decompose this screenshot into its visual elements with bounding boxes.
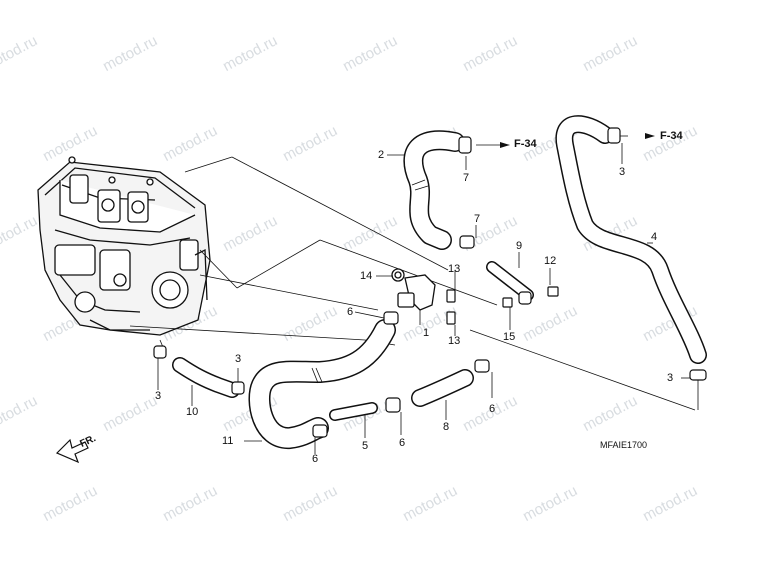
reference-arrows [500,133,655,148]
front-arrow [55,438,89,464]
label-10: 10 [186,406,199,418]
ref-f34-left: F-34 [514,138,537,150]
label-12: 12 [544,255,557,267]
label-lines [157,135,699,454]
label-8: 8 [443,421,450,433]
bolts [446,286,559,325]
label-3-left: 3 [155,390,162,402]
label-3-top: 3 [619,166,626,178]
thermostat-housing [391,268,436,311]
label-6-bottom: 6 [312,453,319,465]
engine-block [37,156,211,336]
label-7-top: 7 [463,172,470,184]
diagram-code: MFAIE1700 [600,440,648,450]
label-6-mid: 6 [399,437,406,449]
label-15: 15 [503,331,516,343]
hose-detail-lines [311,179,429,384]
label-9: 9 [516,240,523,252]
label-5: 5 [362,440,369,452]
label-3-right: 3 [667,372,674,384]
label-11: 11 [222,435,234,447]
label-4: 4 [651,231,658,243]
label-2: 2 [378,149,385,161]
hoses [172,115,707,449]
clamps [153,127,707,438]
label-3-mid: 3 [235,353,242,365]
label-6-right: 6 [489,403,496,415]
label-7-mid: 7 [474,213,481,225]
leader-lines [129,156,696,411]
label-13-bottom: 13 [448,335,461,347]
label-13-top: 13 [448,263,461,275]
label-6-top: 6 [347,306,354,318]
label-1: 1 [423,327,430,339]
label-14: 14 [360,270,373,282]
ref-f34-right: F-34 [660,130,683,142]
